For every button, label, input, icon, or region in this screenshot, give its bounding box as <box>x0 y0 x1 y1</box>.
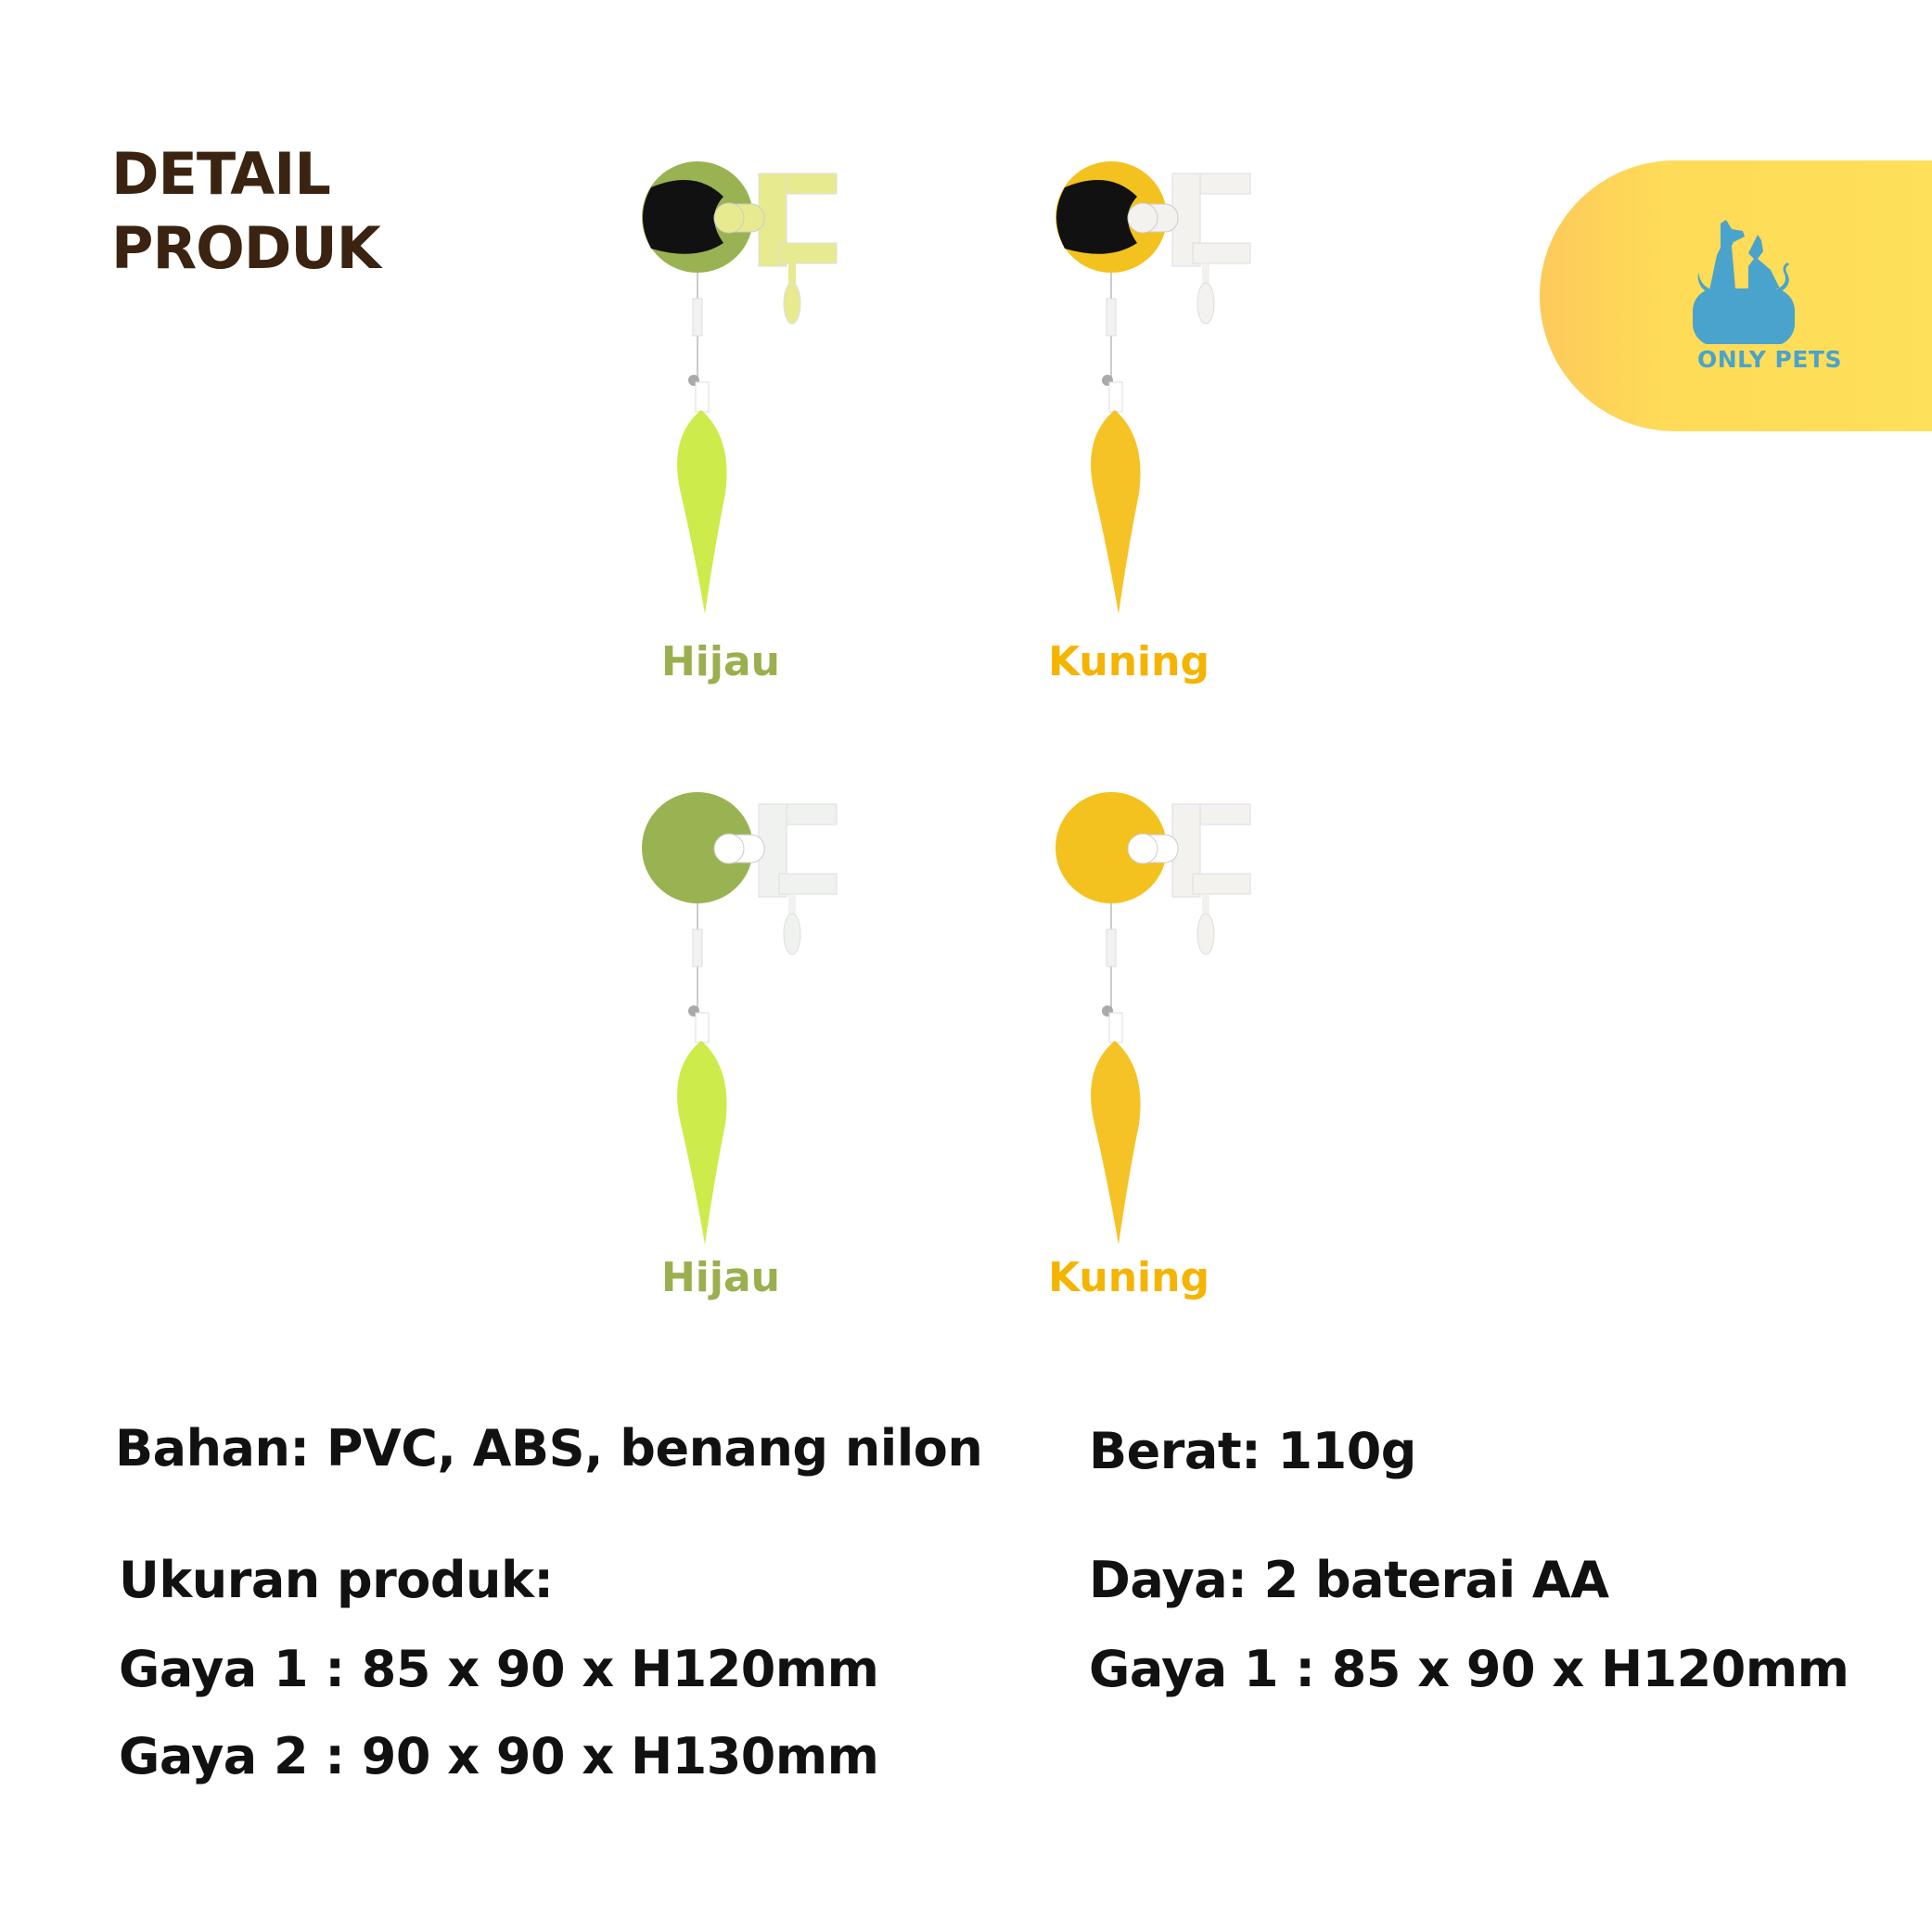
product-image-4 <box>1054 790 1267 1245</box>
title-line-1: DETAIL <box>111 140 331 208</box>
product-image-2 <box>1054 160 1267 614</box>
spec-power: Daya: 2 baterai AA <box>1089 1551 1609 1609</box>
title-line-2: PRODUK <box>111 214 381 282</box>
variant-label-green-2: Hijau <box>660 1254 780 1301</box>
pets-bone-logo-icon <box>1693 220 1795 344</box>
spec-weight: Berat: 110g <box>1089 1422 1416 1480</box>
product-image-3 <box>640 790 853 1245</box>
variant-label-yellow-2: Kuning <box>1048 1254 1209 1301</box>
variant-label-green-1: Hijau <box>660 638 780 685</box>
spec-size-style-2: Gaya 2 : 90 x 90 x H130mm <box>119 1727 879 1785</box>
spec-size-heading: Ukuran produk: <box>119 1551 554 1609</box>
spec-material: Bahan: PVC, ABS, benang nilon <box>115 1419 983 1478</box>
product-image-1 <box>640 160 853 614</box>
spec-size-style-1: Gaya 1 : 85 x 90 x H120mm <box>119 1640 879 1698</box>
spec-power-style-1: Gaya 1 : 85 x 90 x H120mm <box>1089 1640 1849 1698</box>
page-title: DETAIL PRODUK <box>111 137 381 286</box>
brand-logo-badge: ONLY PETS <box>1540 160 1932 431</box>
variant-label-yellow-1: Kuning <box>1048 638 1209 685</box>
brand-name: ONLY PETS <box>1697 346 1842 373</box>
